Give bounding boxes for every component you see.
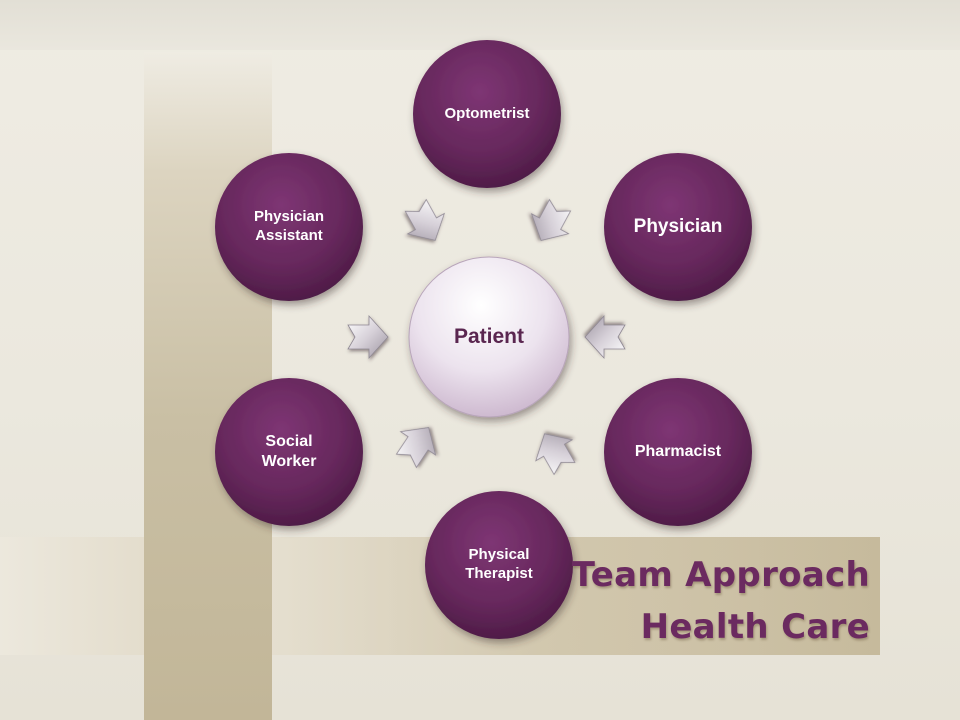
physician-assistant-label: Physician Assistant (253, 208, 325, 244)
left-vertical-band (144, 52, 272, 720)
pharmacist-label: Pharmacist (634, 443, 722, 460)
optometrist-arrow-icon (404, 198, 446, 241)
social-worker-arrow-icon (395, 427, 437, 469)
optometrist-node (413, 40, 561, 188)
title-line-1: Team Approach (571, 555, 870, 595)
physician-label: Physician (633, 216, 723, 238)
title-line-2: Health Care (640, 607, 870, 647)
patient-label: Patient (453, 324, 524, 348)
social-worker-label: Social Worker (261, 433, 317, 470)
slide-title: Team Approach Health Care (572, 549, 870, 653)
physician-assistant-arrow-icon (347, 314, 389, 360)
physical-therapist-arrow-icon (535, 433, 576, 476)
optometrist-label: Optometrist (444, 104, 530, 122)
physician-arrow-icon (530, 198, 572, 241)
bottom-band-highlight (272, 537, 880, 655)
pharmacist-arrow-icon (584, 314, 626, 360)
social-worker-node (215, 378, 363, 526)
physical-therapist-node (425, 491, 573, 639)
pharmacist-node (604, 378, 752, 526)
patient-node (408, 256, 570, 418)
physician-node (604, 153, 752, 301)
physical-therapist-label: Physical Therapist (465, 546, 533, 582)
physician-assistant-node (215, 153, 363, 301)
